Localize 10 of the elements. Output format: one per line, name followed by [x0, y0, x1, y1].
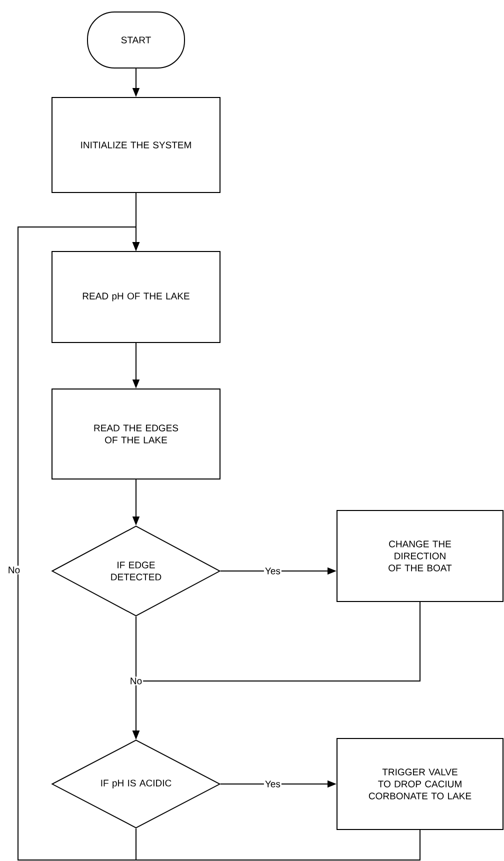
process-box: READ pH OF THE LAKE [52, 251, 220, 343]
edge-label: No [128, 676, 144, 686]
process-box: TRIGGER VALVE TO DROP CACIUM CORBONATE TO LAKE [336, 738, 504, 830]
arrow [18, 226, 420, 860]
process-box: INITIALIZE THE SYSTEM [52, 97, 220, 193]
process-box: READ THE EDGES OF THE LAKE [52, 388, 220, 480]
edge-label: Yes [264, 780, 282, 788]
edge-label: No [6, 566, 22, 574]
process-box: CHANGE THE DIRECTION OF THE BOAT [336, 510, 504, 602]
edge-label: Yes [264, 566, 282, 576]
